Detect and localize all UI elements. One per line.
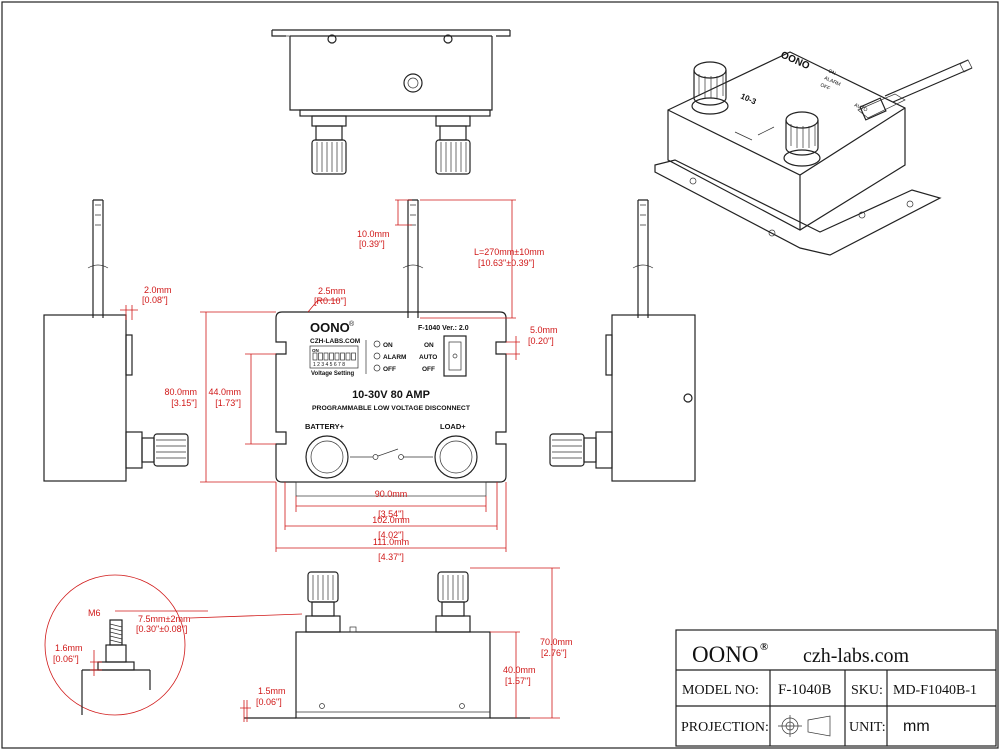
battery-label: BATTERY+ (305, 422, 345, 431)
led-on-label: ON (383, 342, 393, 349)
top-view (271, 29, 511, 175)
dim-2-0: 2.0mm (144, 285, 172, 295)
led-alarm-label: ALARM (383, 354, 406, 361)
title-block: OONO ® czh-labs.com MODEL NO: F-1040B SK… (675, 629, 997, 747)
projection-symbol-icon (778, 715, 831, 737)
dim-70-in: [2.76"] (541, 648, 567, 658)
version-label: F-1040 Ver.: 2.0 (418, 325, 469, 332)
dim-40: 40.0mm (503, 665, 536, 675)
rating-label: 10-30V 80 AMP (352, 389, 430, 401)
panel-website: CZH-LABS.COM (310, 338, 360, 345)
dim-length-in: [10.63"±0.39"] (478, 258, 534, 268)
bottom-terminal-right (435, 571, 471, 633)
dim-1-5: 1.5mm (258, 686, 286, 696)
model-label: MODEL NO: (682, 683, 759, 698)
led-on-indicator (373, 340, 381, 348)
bottom-front-view (244, 571, 530, 719)
switch-off-label: OFF (422, 366, 435, 373)
dim-10-in: [0.39"] (359, 239, 385, 249)
dim-44-in: [1.73"] (215, 398, 241, 408)
dim-102-in: [4.02"] (378, 530, 404, 540)
iso-on: ON (827, 68, 837, 77)
sku-label: SKU: (851, 683, 883, 698)
left-side-view (43, 199, 189, 482)
voltage-setting-label: Voltage Setting (311, 371, 355, 377)
dim-40-in: [1.57"] (505, 676, 531, 686)
title-brand: OONO (692, 642, 758, 667)
dim-44: 44.0mm (208, 387, 241, 397)
dip-numbers: 1 2 3 4 5 6 7 8 (313, 362, 345, 368)
panel-subtitle: PROGRAMMABLE LOW VOLTAGE DISCONNECT (312, 405, 471, 412)
led-off-label: OFF (383, 366, 396, 373)
title-website: czh-labs.com (803, 645, 910, 667)
panel-reg: ® (349, 320, 355, 328)
front-panel-view: OONO ® CZH-LABS.COM ON 1 2 3 4 5 6 7 8 V… (275, 199, 507, 497)
dim-7-5: 7.5mm±2mm (138, 614, 190, 624)
dim-m6: M6 (88, 608, 101, 618)
bottom-terminal-left (305, 571, 341, 633)
battery-terminal (305, 435, 349, 479)
dim-90-in: [3.54"] (378, 509, 404, 519)
dim-2-5: 2.5mm (318, 286, 346, 296)
dim-2-5-in: [R0.10"] (314, 296, 346, 306)
dip-switch-block (309, 345, 359, 369)
dip-switches (312, 352, 356, 361)
dim-length: L=270mm±10mm (474, 247, 544, 257)
unit-value: mm (903, 718, 930, 735)
dim-10: 10.0mm (357, 229, 390, 239)
dim-111-in: [4.37"] (378, 552, 404, 562)
top-terminal-left (311, 115, 347, 175)
rocker-switch (443, 335, 467, 377)
switch-auto-label: AUTO (419, 354, 437, 361)
iso-off: OFF (819, 82, 831, 92)
m6-detail (44, 574, 303, 716)
dim-1-6: 1.6mm (55, 643, 83, 653)
dim-5-0: 5.0mm (530, 325, 558, 335)
dim-102: 102.0mm (372, 515, 410, 525)
dim-70: 70.0mm (540, 637, 573, 647)
dim-7-5-in: [0.30"±0.08"] (136, 624, 187, 634)
iso-auto: AUTO (853, 102, 868, 113)
sku-value: MD-F1040B-1 (893, 683, 977, 698)
iso-knob-right (783, 111, 821, 167)
right-side-view (549, 199, 696, 482)
top-terminal-right (435, 115, 471, 175)
unit-label: UNIT: (849, 720, 886, 735)
model-value: F-1040B (778, 682, 831, 698)
led-off-indicator (373, 364, 381, 372)
panel-brand: OONO (310, 320, 350, 335)
isometric-view: OONO 10-3 ON ALARM OFF AUTO (654, 50, 973, 256)
dimension-lines (90, 199, 560, 722)
switch-on-label: ON (424, 342, 434, 349)
projection-label: PROJECTION: (681, 720, 769, 735)
dim-1-6-in: [0.06"] (53, 654, 79, 664)
load-label: LOAD+ (440, 422, 466, 431)
iso-knob-left (691, 61, 729, 115)
title-reg: ® (760, 641, 768, 653)
dim-90: 90.0mm (375, 489, 408, 499)
dim-5-0-in: [0.20"] (528, 336, 554, 346)
dim-1-5-in: [0.06"] (256, 697, 282, 707)
led-alarm-indicator (373, 352, 381, 360)
load-terminal (434, 435, 478, 479)
dim-111: 111.0mm (373, 537, 409, 547)
dip-on-label: ON (312, 348, 319, 353)
dim-2-0-in: [0.08"] (142, 295, 168, 305)
dim-80: 80.0mm (164, 387, 197, 397)
iso-brand: OONO (779, 50, 812, 73)
iso-rating: 10-3 (739, 92, 758, 107)
dimension-labels: 2.5mm [R0.10"] 10.0mm [0.39"] L=270mm±10… (53, 229, 573, 707)
dim-80-in: [3.15"] (171, 398, 197, 408)
